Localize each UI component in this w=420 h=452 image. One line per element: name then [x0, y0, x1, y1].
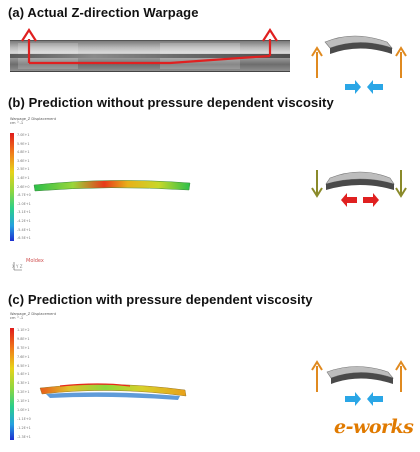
- legend-tick: 5.9E+1: [17, 141, 30, 146]
- axis-triad: [13, 262, 22, 271]
- legend-tick: -2.0E+1: [17, 201, 31, 206]
- legend-tick: -6.5E+1: [17, 236, 31, 241]
- legend-tick: 4.3E+1: [17, 381, 30, 386]
- simulation-part-c: [39, 383, 187, 400]
- legend-b-unit: cm ^-1: [10, 121, 24, 125]
- legend-tick: 3.6E+1: [17, 158, 30, 163]
- legend-tick: 9.8E+1: [17, 336, 30, 341]
- legend-tick: -5.4E+1: [17, 227, 31, 232]
- deformation-icon-a: [311, 35, 407, 94]
- legend-tick: 2.6E+0: [17, 184, 30, 189]
- legend-tick: 7.0E+1: [17, 133, 30, 137]
- section-b-title: (b) Prediction without pressure dependen…: [8, 95, 334, 110]
- legend-tick: 6.5E+1: [17, 363, 30, 368]
- legend-c-unit: cm ^-1: [10, 316, 24, 320]
- legend-b-head: Warpage_Z Displacement: [10, 117, 57, 121]
- watermark-text: e-works: [334, 416, 414, 438]
- section-a-title: (a) Actual Z-direction Warpage: [8, 5, 199, 20]
- legend-tick: 1.0E+1: [17, 408, 30, 413]
- legend-tick: 4.8E+1: [17, 150, 30, 155]
- legend-c-ticks: 1.1E+2 9.8E+1 8.7E+1 7.6E+1 6.5E+1 5.4E+…: [17, 328, 31, 444]
- warpage-measurement-frame: [21, 27, 278, 65]
- deformation-icon-b: [311, 170, 407, 207]
- legend-c: Warpage_Z Displacement cm ^-1 1.1E+2 9.8…: [10, 312, 57, 444]
- legend-tick: -8.7E+0: [17, 193, 31, 198]
- legend-tick: -1.2E+1: [17, 425, 31, 430]
- legend-tick: 5.4E+1: [17, 372, 30, 377]
- legend-tick: 1.1E+2: [17, 328, 30, 332]
- legend-tick: -2.3E+1: [17, 434, 31, 439]
- watermark-logo: e-works: [328, 408, 416, 448]
- section-c-title: (c) Prediction with pressure dependent v…: [8, 292, 313, 307]
- legend-tick: 8.7E+1: [17, 345, 30, 350]
- simulation-part-b: [33, 180, 191, 192]
- legend-b-ticks: 7.0E+1 5.9E+1 4.8E+1 3.6E+1 2.5E+1 1.4E+…: [17, 133, 31, 245]
- software-stamp: Moldex X Y Z: [12, 258, 44, 269]
- legend-tick: 7.6E+1: [17, 354, 30, 359]
- deformation-icon-c: [311, 360, 407, 406]
- legend-tick: 3.2E+1: [17, 390, 30, 395]
- legend-tick: 1.4E+1: [17, 175, 30, 180]
- legend-tick: 2.5E+1: [17, 167, 30, 172]
- legend-tick: 2.1E+1: [17, 399, 30, 404]
- legend-b-colorbar: [10, 133, 14, 241]
- legend-c-head: Warpage_Z Displacement: [10, 312, 57, 316]
- legend-tick: -4.2E+1: [17, 218, 31, 223]
- legend-tick: -3.1E+1: [17, 210, 31, 215]
- software-stamp-name: Moldex: [26, 258, 44, 264]
- legend-b: Warpage_Z Displacement cm ^-1 7.0E+1 5.9…: [10, 117, 57, 245]
- legend-tick: -1.1E+0: [17, 416, 31, 421]
- legend-c-colorbar: [10, 328, 14, 440]
- software-stamp-axes: X Y Z: [12, 264, 23, 269]
- warpage-photo: [10, 40, 290, 72]
